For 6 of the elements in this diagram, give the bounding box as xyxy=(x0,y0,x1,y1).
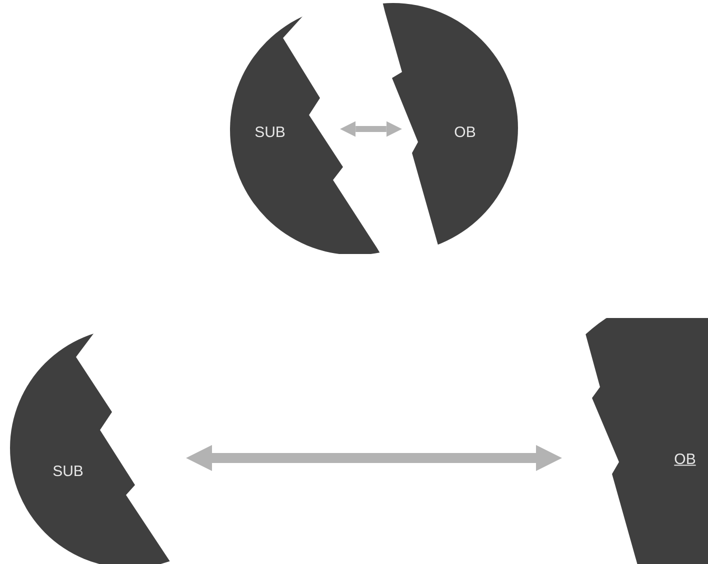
node-label: OB xyxy=(454,122,476,143)
node-label: OB xyxy=(674,450,696,470)
double-arrow xyxy=(186,445,562,471)
node-label: SUB xyxy=(254,122,286,143)
node-label: SUB xyxy=(52,462,84,482)
double-arrow xyxy=(340,121,402,137)
